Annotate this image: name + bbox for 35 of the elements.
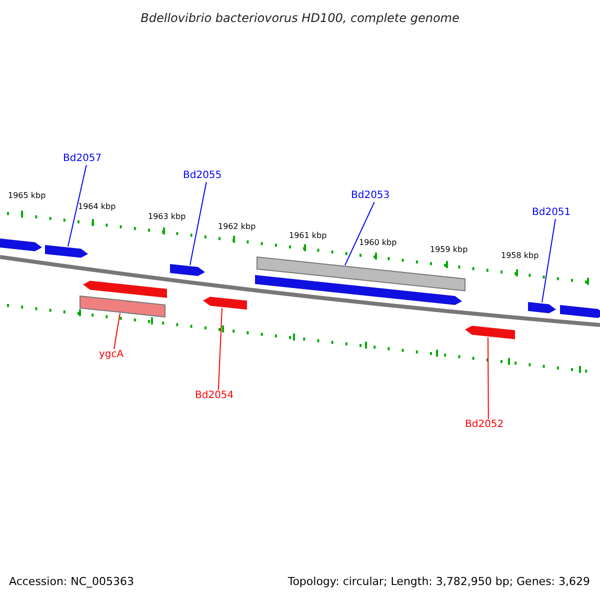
accession-note: Accession: NC_005363 <box>9 576 134 587</box>
leader-line <box>68 164 87 247</box>
gene-feature <box>83 280 167 298</box>
gene-feature <box>528 302 556 314</box>
scale-label: 1963 kbp <box>148 213 186 221</box>
gene-label: Bd2057 <box>63 154 102 164</box>
gene-label: Bd2055 <box>183 171 222 181</box>
scale-label: 1961 kbp <box>289 232 327 240</box>
scale-label: 1959 kbp <box>430 246 468 254</box>
gene-label: Bd2053 <box>351 191 390 201</box>
scale-label: 1965 kbp <box>8 192 46 200</box>
scale-label: 1960 kbp <box>359 239 397 247</box>
leader-line <box>542 218 556 303</box>
gene-label: Bd2052 <box>465 420 504 430</box>
gene-feature <box>256 256 466 292</box>
gene-feature <box>80 295 166 318</box>
scale-label: 1964 kbp <box>78 203 116 211</box>
gene-feature <box>203 296 247 310</box>
leader-line <box>344 202 375 266</box>
leader-line <box>488 336 489 420</box>
genome-summary: Topology: circular; Length: 3,782,950 bp; Genes: 3,629 <box>288 576 590 587</box>
gene-feature <box>45 245 88 258</box>
leader-line <box>218 308 222 390</box>
gene-label: Bd2051 <box>532 208 571 218</box>
scale-label: 1958 kbp <box>501 252 539 260</box>
leader-line <box>190 182 207 266</box>
gene-feature <box>560 305 600 318</box>
diagram-title: Bdellovibrio bacteriovorus HD100, complete genome <box>140 12 460 24</box>
gene-feature <box>465 326 515 340</box>
gene-feature <box>170 264 205 276</box>
scale-label: 1962 kbp <box>218 223 256 231</box>
gene-label: Bd2054 <box>195 391 234 401</box>
gene-feature <box>0 238 42 252</box>
gene-label: ygcA <box>99 350 124 360</box>
gene-feature <box>255 275 462 305</box>
